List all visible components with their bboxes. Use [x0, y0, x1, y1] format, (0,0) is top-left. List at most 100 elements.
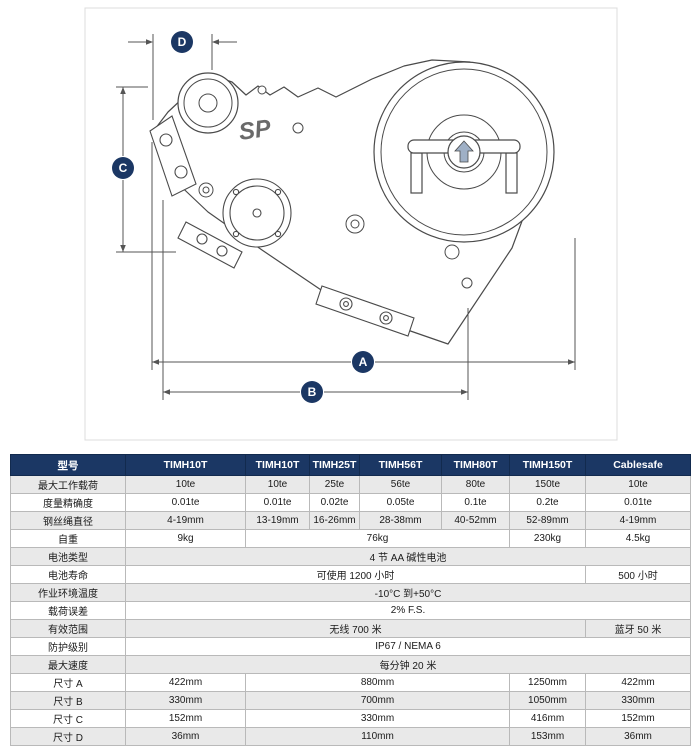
- dim-b-label: B: [308, 385, 317, 399]
- spec-cell: 10te: [125, 475, 246, 494]
- header-timh150t: TIMH150T: [509, 454, 586, 476]
- table-row-max-speed: 最大速度 每分钟 20 米: [10, 655, 691, 674]
- spec-cell: 0.01te: [125, 493, 246, 512]
- motor-housing: [222, 178, 292, 248]
- spec-cell: 152mm: [585, 709, 691, 728]
- row-label: 自重: [10, 529, 126, 548]
- spec-cell: 330mm: [585, 691, 691, 710]
- spec-cell: 无线 700 米: [125, 619, 586, 638]
- spec-cell: 2% F.S.: [125, 601, 691, 620]
- spec-cell: 1250mm: [509, 673, 586, 692]
- spec-cell: 10te: [585, 475, 691, 494]
- row-label: 最大工作载荷: [10, 475, 126, 494]
- dimension-d: D: [128, 31, 237, 120]
- table-row-dim-c: 尺寸 C 152mm 330mm 416mm 152mm: [10, 709, 691, 728]
- row-label: 防护级别: [10, 637, 126, 656]
- spec-cell: 0.01te: [585, 493, 691, 512]
- table-row-self-weight: 自重 9kg 76kg 230kg 4.5kg: [10, 529, 691, 548]
- spec-cell: 28-38mm: [359, 511, 442, 530]
- spec-cell: 4-19mm: [585, 511, 691, 530]
- table-row-rope-diameter: 钢丝绳直径 4-19mm 13-19mm 16-26mm 28-38mm 40-…: [10, 511, 691, 530]
- spec-cell: 4.5kg: [585, 529, 691, 548]
- diagram-frame: [84, 7, 618, 441]
- row-label: 尺寸 B: [10, 691, 126, 710]
- spec-cell: 0.05te: [359, 493, 442, 512]
- spec-table: 型号 TIMH10T TIMH10T TIMH25T TIMH56T TIMH8…: [10, 454, 691, 746]
- spec-cell: 9kg: [125, 529, 246, 548]
- header-timh10t-1: TIMH10T: [125, 454, 246, 476]
- spec-cell: 每分钟 20 米: [125, 655, 691, 674]
- dimension-b: B: [162, 200, 469, 403]
- header-timh25t: TIMH25T: [309, 454, 360, 476]
- row-label: 作业环境温度: [10, 583, 126, 602]
- row-label: 度量精确度: [10, 493, 126, 512]
- spec-cell: 4 节 AA 碱性电池: [125, 547, 691, 566]
- dim-a-label: A: [359, 355, 368, 369]
- spec-cell: 150te: [509, 475, 586, 494]
- spec-cell: 330mm: [245, 709, 510, 728]
- table-row-max-load: 最大工作载荷 10te 10te 25te 56te 80te 150te 10…: [10, 475, 691, 494]
- spec-cell: 16-26mm: [309, 511, 360, 530]
- row-label: 尺寸 D: [10, 727, 126, 746]
- spec-cell: 230kg: [509, 529, 586, 548]
- row-label: 钢丝绳直径: [10, 511, 126, 530]
- spec-cell: 80te: [441, 475, 510, 494]
- spec-cell: 4-19mm: [125, 511, 246, 530]
- spec-cell: 110mm: [245, 727, 510, 746]
- spec-cell: 13-19mm: [245, 511, 310, 530]
- row-label: 最大速度: [10, 655, 126, 674]
- product-diagram: SP D C: [84, 7, 618, 441]
- spec-cell: 56te: [359, 475, 442, 494]
- spec-cell: 52-89mm: [509, 511, 586, 530]
- table-row-protection: 防护级别 IP67 / NEMA 6: [10, 637, 691, 656]
- row-label: 尺寸 A: [10, 673, 126, 692]
- mounting-bracket-bottom: [315, 285, 415, 337]
- table-row-range: 有效范围 无线 700 米 蓝牙 50 米: [10, 619, 691, 638]
- dim-d-label: D: [178, 35, 187, 49]
- table-row-dim-d: 尺寸 D 36mm 110mm 153mm 36mm: [10, 727, 691, 746]
- spec-cell: 0.01te: [245, 493, 310, 512]
- header-timh10t-2: TIMH10T: [245, 454, 310, 476]
- spec-cell: 1050mm: [509, 691, 586, 710]
- spec-cell: -10°C 到+50°C: [125, 583, 691, 602]
- spec-cell: 422mm: [585, 673, 691, 692]
- dim-c-label: C: [119, 161, 128, 175]
- dimension-c: C: [112, 86, 176, 253]
- spec-cell: 25te: [309, 475, 360, 494]
- spec-cell: 0.2te: [509, 493, 586, 512]
- spec-cell: 36mm: [125, 727, 246, 746]
- bolt-details: [198, 85, 473, 289]
- header-cablesafe: Cablesafe: [585, 454, 691, 476]
- spec-cell: 422mm: [125, 673, 246, 692]
- dimension-a: A: [151, 142, 576, 373]
- table-row-battery-type: 电池类型 4 节 AA 碱性电池: [10, 547, 691, 566]
- guide-sheave: [177, 72, 239, 134]
- spec-cell: 36mm: [585, 727, 691, 746]
- diagram-panel: SP D C: [84, 7, 618, 441]
- spec-cell: 0.1te: [441, 493, 510, 512]
- row-label: 电池类型: [10, 547, 126, 566]
- spec-cell: 416mm: [509, 709, 586, 728]
- left-bracket: [149, 115, 197, 197]
- table-header-row: 型号 TIMH10T TIMH10T TIMH25T TIMH56T TIMH8…: [10, 454, 691, 476]
- spec-cell: 330mm: [125, 691, 246, 710]
- spec-cell: 153mm: [509, 727, 586, 746]
- table-row-battery-life: 电池寿命 可使用 1200 小时 500 小时: [10, 565, 691, 584]
- mounting-bracket-left: [177, 221, 243, 269]
- row-label: 电池寿命: [10, 565, 126, 584]
- table-row-accuracy: 度量精确度 0.01te 0.01te 0.02te 0.05te 0.1te …: [10, 493, 691, 512]
- spec-cell: 500 小时: [585, 565, 691, 584]
- header-timh56t: TIMH56T: [359, 454, 442, 476]
- spec-cell: 700mm: [245, 691, 510, 710]
- spec-cell: 蓝牙 50 米: [585, 619, 691, 638]
- table-row-dim-b: 尺寸 B 330mm 700mm 1050mm 330mm: [10, 691, 691, 710]
- header-model: 型号: [10, 454, 126, 476]
- row-label: 载荷误差: [10, 601, 126, 620]
- spec-cell: 152mm: [125, 709, 246, 728]
- spec-cell: 40-52mm: [441, 511, 510, 530]
- spec-cell: 76kg: [245, 529, 510, 548]
- spec-cell: 0.02te: [309, 493, 360, 512]
- sp-logo: SP: [237, 115, 273, 146]
- table-row-load-error: 载荷误差 2% F.S.: [10, 601, 691, 620]
- table-row-operating-temp: 作业环境温度 -10°C 到+50°C: [10, 583, 691, 602]
